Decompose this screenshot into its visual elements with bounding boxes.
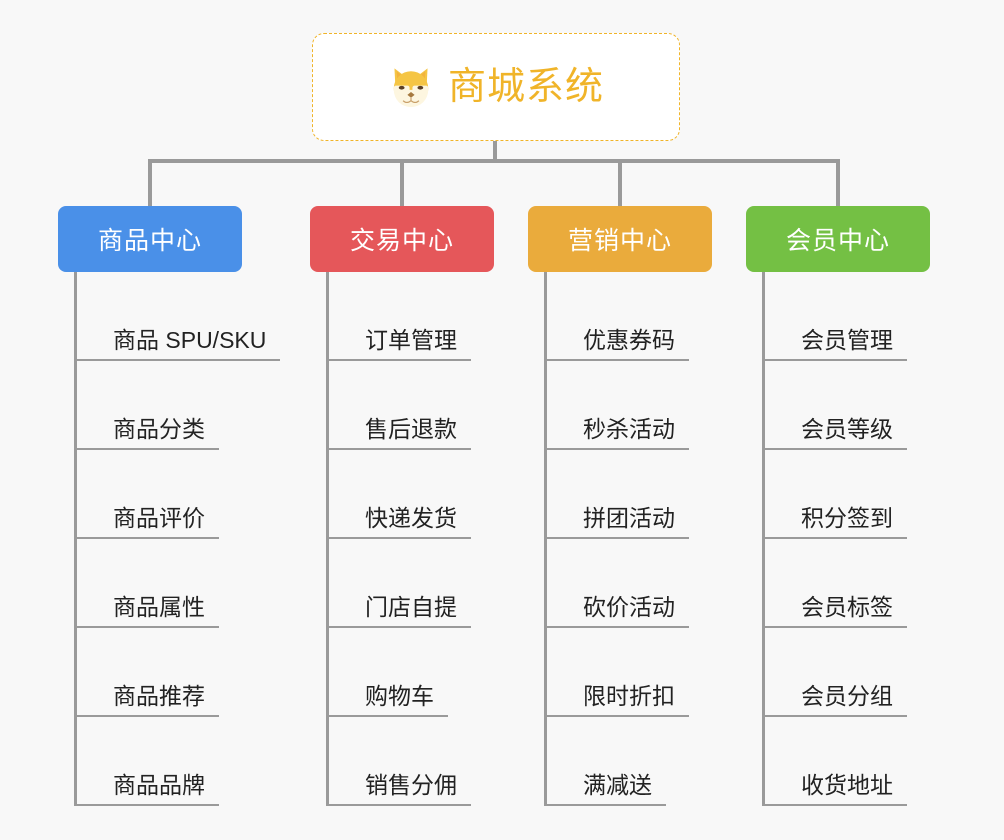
branch-drop-connector <box>148 159 152 207</box>
leaf-list: 订单管理售后退款快递发货门店自提购物车销售分佣 <box>326 272 471 806</box>
leaf-list: 会员管理会员等级积分签到会员标签会员分组收货地址 <box>762 272 907 806</box>
leaf-item[interactable]: 积分签到 <box>762 450 907 539</box>
leaf-item-label: 会员标签 <box>765 595 907 628</box>
leaf-item[interactable]: 秒杀活动 <box>544 361 689 450</box>
category-label: 会员中心 <box>785 227 890 255</box>
leaf-item-label: 会员等级 <box>765 417 907 450</box>
leaf-item[interactable]: 销售分佣 <box>326 717 471 806</box>
leaf-item[interactable]: 优惠券码 <box>544 272 689 361</box>
leaf-item-label: 砍价活动 <box>547 595 689 628</box>
leaf-item[interactable]: 商品属性 <box>74 539 280 628</box>
leaf-item-label: 商品属性 <box>77 595 219 628</box>
leaf-item-label: 售后退款 <box>329 417 471 450</box>
leaf-item[interactable]: 快递发货 <box>326 450 471 539</box>
leaf-item[interactable]: 会员标签 <box>762 539 907 628</box>
leaf-item-label: 商品评价 <box>77 506 219 539</box>
root-node[interactable]: 商城系统 <box>312 33 680 141</box>
category-bus-connector <box>150 159 840 163</box>
root-title: 商城系统 <box>447 66 604 108</box>
leaf-item[interactable]: 限时折扣 <box>544 628 689 717</box>
branch-spine-connector <box>544 272 547 806</box>
branch-drop-connector <box>836 159 840 207</box>
leaf-item-label: 快递发货 <box>329 506 471 539</box>
leaf-item[interactable]: 会员等级 <box>762 361 907 450</box>
leaf-item-label: 商品推荐 <box>77 684 219 717</box>
branch-spine-connector <box>326 272 329 806</box>
leaf-item[interactable]: 砍价活动 <box>544 539 689 628</box>
leaf-item-label: 商品分类 <box>77 417 219 450</box>
branch-drop-connector <box>618 159 622 207</box>
leaf-item[interactable]: 商品推荐 <box>74 628 280 717</box>
category-box-1[interactable]: 商品中心 <box>58 206 242 272</box>
root-trunk-connector <box>493 141 497 163</box>
leaf-item-label: 订单管理 <box>329 328 471 361</box>
branch-spine-connector <box>74 272 77 806</box>
leaf-item[interactable]: 商品品牌 <box>74 717 280 806</box>
leaf-item-label: 商品 SPU/SKU <box>77 328 281 361</box>
leaf-item-label: 购物车 <box>329 684 448 717</box>
leaf-item-label: 秒杀活动 <box>547 417 689 450</box>
category-label: 商品中心 <box>97 227 202 255</box>
leaf-item[interactable]: 购物车 <box>326 628 471 717</box>
leaf-item-label: 销售分佣 <box>329 773 471 806</box>
leaf-item-label: 商品品牌 <box>77 773 219 806</box>
leaf-item[interactable]: 商品评价 <box>74 450 280 539</box>
leaf-item[interactable]: 订单管理 <box>326 272 471 361</box>
leaf-item[interactable]: 售后退款 <box>326 361 471 450</box>
leaf-item-label: 会员分组 <box>765 684 907 717</box>
shiba-dog-icon <box>393 68 429 108</box>
branch-spine-connector <box>762 272 765 806</box>
category-label: 营销中心 <box>567 227 672 255</box>
leaf-item-label: 收货地址 <box>765 773 907 806</box>
leaf-item[interactable]: 拼团活动 <box>544 450 689 539</box>
leaf-item-label: 限时折扣 <box>547 684 689 717</box>
category-label: 交易中心 <box>349 227 454 255</box>
category-box-2[interactable]: 交易中心 <box>310 206 494 272</box>
leaf-item[interactable]: 会员管理 <box>762 272 907 361</box>
leaf-item-label: 优惠券码 <box>547 328 689 361</box>
leaf-item-label: 满减送 <box>547 773 666 806</box>
leaf-item[interactable]: 门店自提 <box>326 539 471 628</box>
leaf-item-label: 拼团活动 <box>547 506 689 539</box>
leaf-item-label: 门店自提 <box>329 595 471 628</box>
leaf-item[interactable]: 满减送 <box>544 717 689 806</box>
leaf-item[interactable]: 商品 SPU/SKU <box>74 272 281 361</box>
category-box-3[interactable]: 营销中心 <box>528 206 712 272</box>
leaf-item-label: 会员管理 <box>765 328 907 361</box>
leaf-item-label: 积分签到 <box>765 506 907 539</box>
leaf-item[interactable]: 商品分类 <box>74 361 280 450</box>
category-box-4[interactable]: 会员中心 <box>746 206 930 272</box>
leaf-item[interactable]: 会员分组 <box>762 628 907 717</box>
leaf-list: 商品 SPU/SKU 商品分类商品评价商品属性商品推荐商品品牌 <box>74 272 281 806</box>
leaf-item[interactable]: 收货地址 <box>762 717 907 806</box>
leaf-list: 优惠券码秒杀活动拼团活动砍价活动限时折扣满减送 <box>544 272 689 806</box>
branch-drop-connector <box>400 159 404 207</box>
